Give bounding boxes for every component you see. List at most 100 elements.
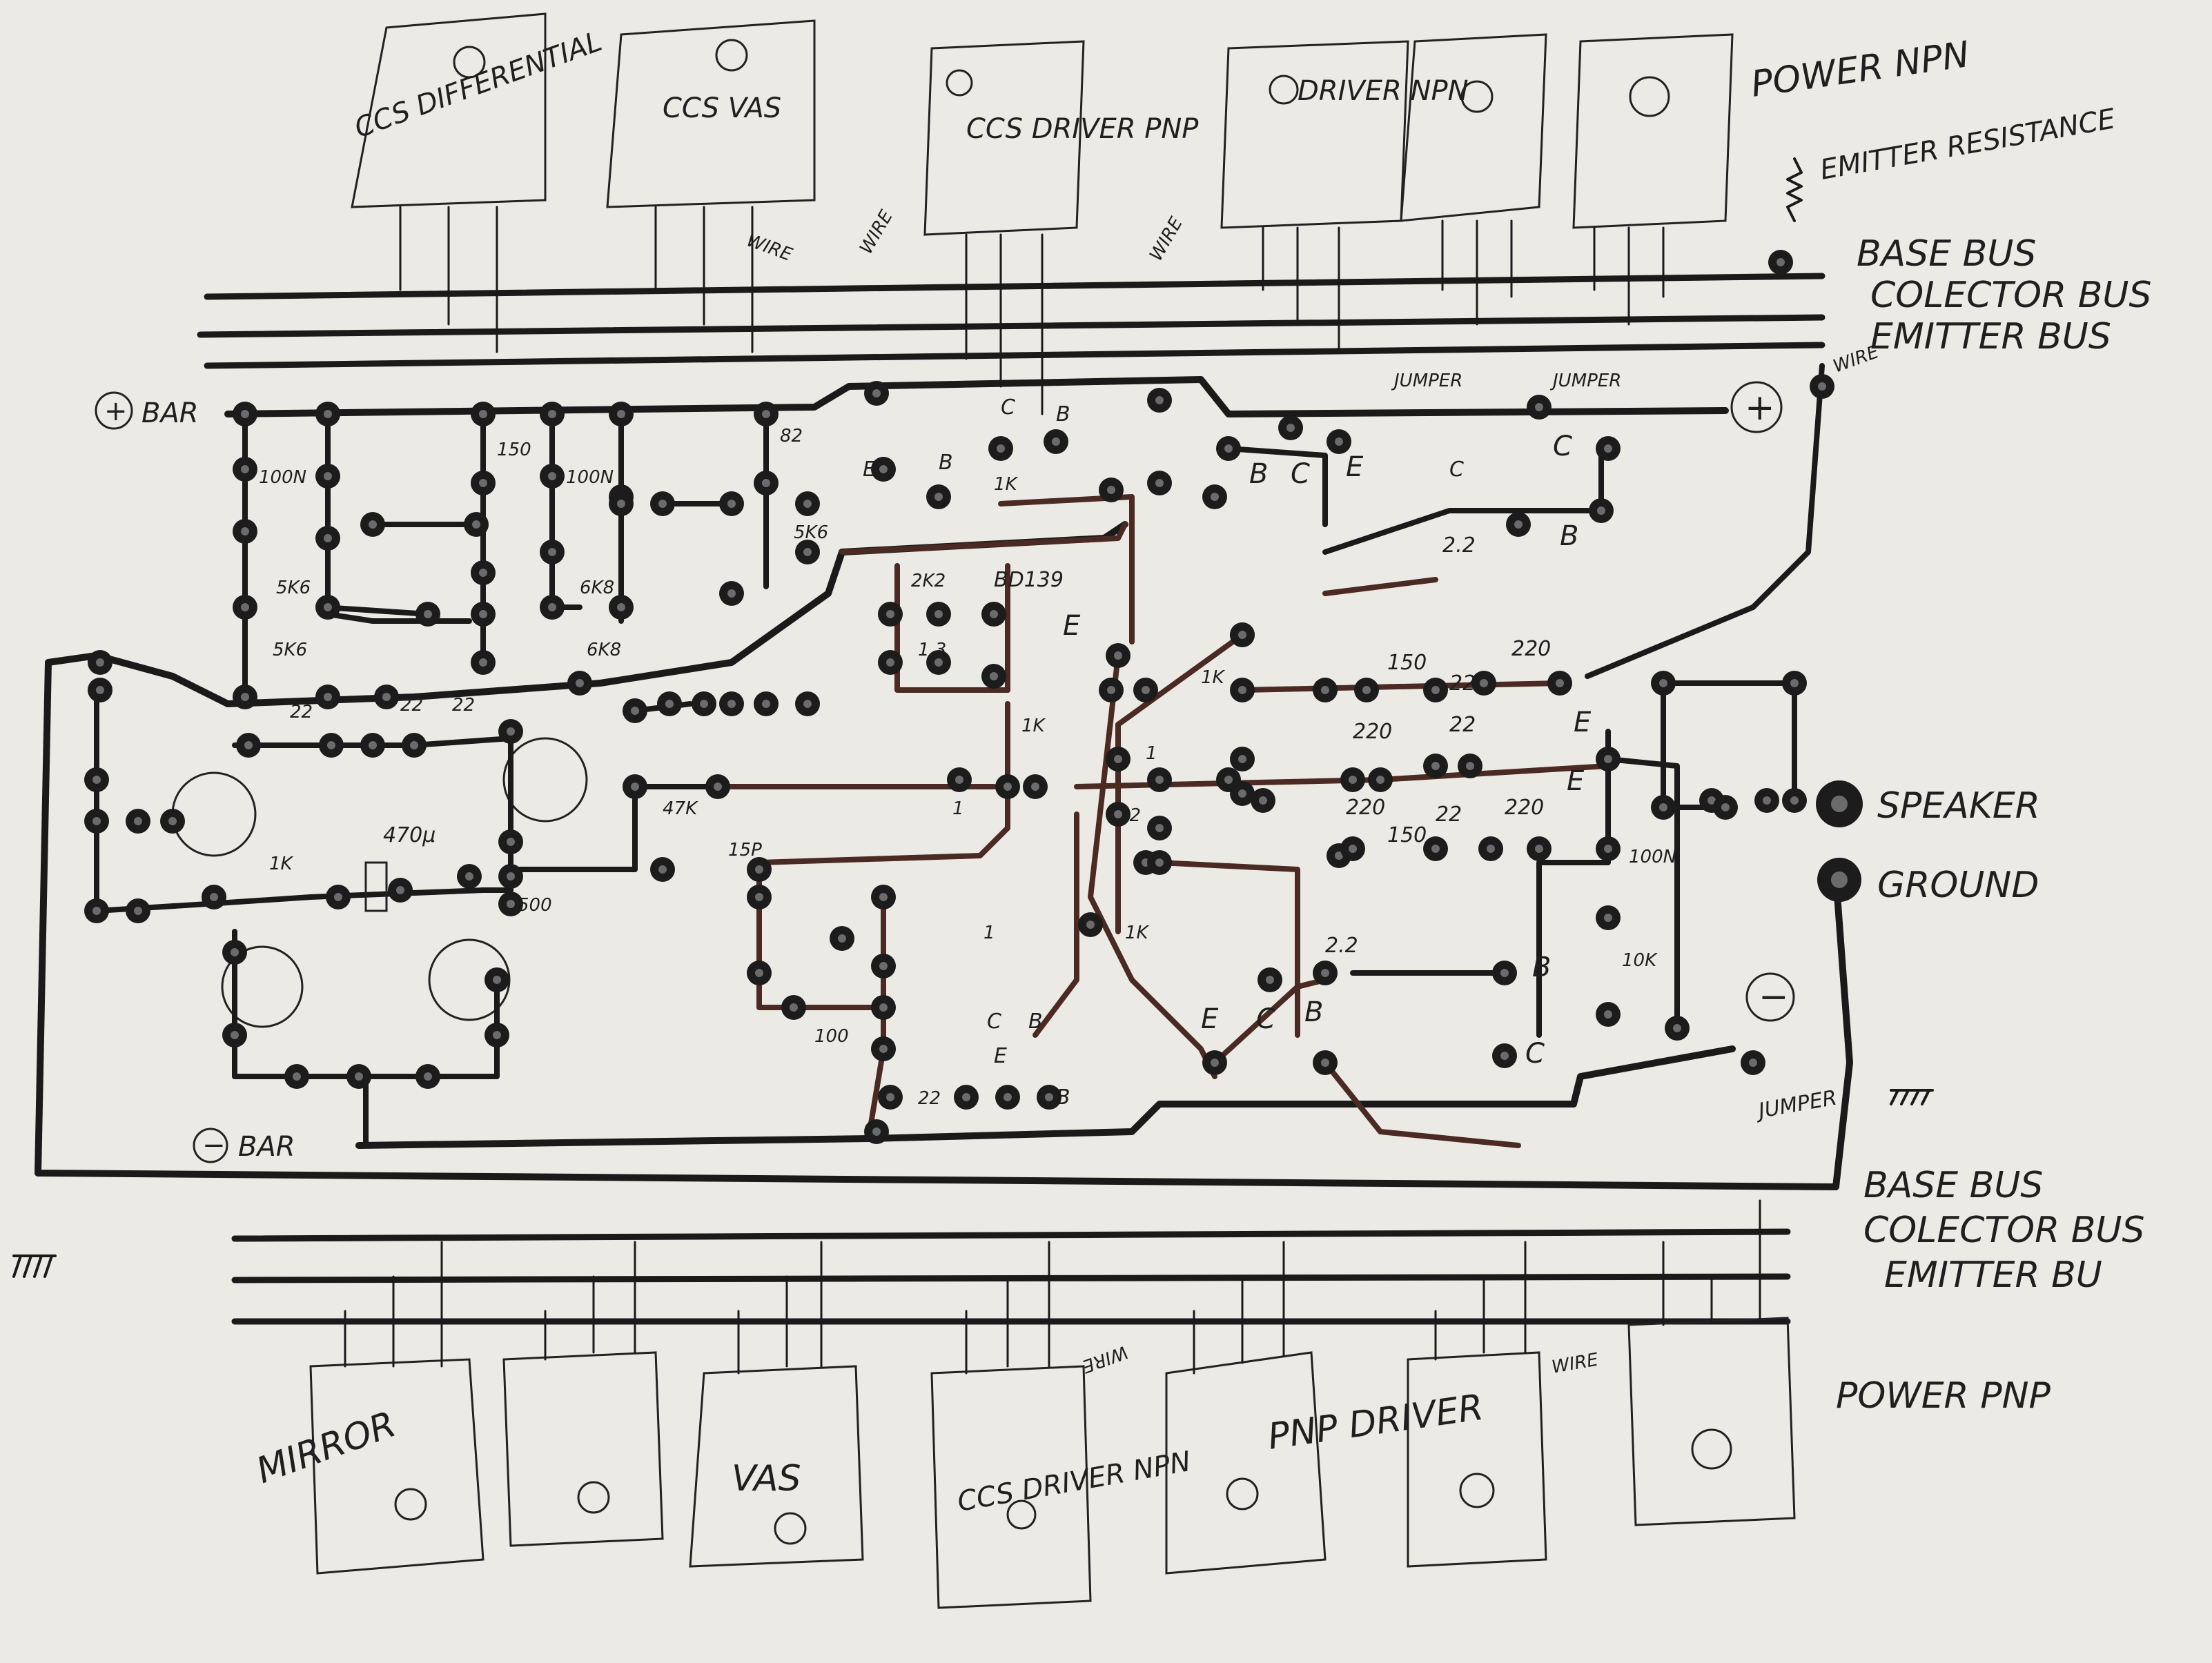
solder-pad-hole xyxy=(1514,520,1523,529)
top-bus-lines xyxy=(197,273,1826,369)
top-collector-bus xyxy=(197,314,1826,338)
solder-pad-hole xyxy=(886,1093,894,1101)
pin-c-2: C xyxy=(1553,431,1572,462)
pin-b-1: B xyxy=(1249,458,1268,490)
speaker-label: SPEAKER xyxy=(1877,785,2040,827)
negative-rail-symbol xyxy=(193,1128,228,1163)
bottom-collector-bus xyxy=(231,1273,1791,1283)
value-r-220-a: 220 xyxy=(1511,637,1551,661)
value-r-100: 100 xyxy=(814,1026,849,1047)
solder-pad-hole xyxy=(1335,437,1343,446)
solder-pad-hole xyxy=(838,934,846,943)
solder-pad-hole xyxy=(241,410,249,418)
solder-pad-hole xyxy=(355,1072,363,1081)
solder-pad-hole xyxy=(479,658,487,667)
mirror-transistor-1 xyxy=(221,945,304,1028)
solder-pad-hole xyxy=(479,410,487,418)
jumper-label-left: JUMPER xyxy=(1391,371,1462,391)
ground-terminal: GROUND xyxy=(1817,858,2039,906)
solder-pad-hole xyxy=(1086,921,1095,929)
bottom-collector-bus-label: COLECTOR BUS xyxy=(1863,1210,2144,1251)
solder-pad-hole xyxy=(1431,686,1440,694)
solder-pad-hole xyxy=(1286,424,1295,432)
solder-pad-hole xyxy=(1604,1010,1612,1019)
value-r-150-a: 150 xyxy=(497,440,531,460)
bottom-transistor-power-pnp-label: POWER PNP xyxy=(1836,1375,2050,1417)
capacitor-470u xyxy=(364,861,388,912)
solder-pad-hole xyxy=(1431,762,1440,770)
solder-pad-hole xyxy=(1238,755,1246,763)
value-r-22-e: 22 xyxy=(918,1088,941,1109)
pin-b-6: B xyxy=(939,451,953,475)
solder-pad-hole xyxy=(727,589,736,598)
value-r-1k-b: 1K xyxy=(1021,716,1046,736)
pin-e-4: E xyxy=(1201,1003,1219,1035)
solder-pad-hole xyxy=(1500,1052,1509,1060)
solder-pad-hole xyxy=(1335,852,1343,860)
solder-pad-hole xyxy=(755,969,763,977)
solder-pad-hole xyxy=(1142,686,1150,694)
solder-pad-hole xyxy=(990,610,998,618)
solder-pad-hole xyxy=(872,389,881,397)
jumper-label-right: JUMPER xyxy=(1549,371,1621,391)
positive-rail-symbol xyxy=(95,391,133,430)
ground-trace-outer xyxy=(35,659,1853,1190)
value-c-100n-a: 100N xyxy=(259,467,306,488)
solder-pad-hole xyxy=(879,893,888,901)
solder-pad-hole xyxy=(324,603,332,611)
solder-pad-hole xyxy=(658,865,667,874)
solder-pad-hole xyxy=(410,741,418,749)
top-bus-labels: BASE BUS COLECTOR BUS EMITTER BUS xyxy=(1857,233,2151,357)
top-base-bus-label: BASE BUS xyxy=(1857,233,2036,275)
solder-pad-hole xyxy=(507,900,515,908)
bottom-transistor-power-pnp: POWER PNP xyxy=(1627,1199,2050,1526)
bottom-transistor-unlabeled-1 xyxy=(502,1241,664,1547)
pin-e-1: E xyxy=(1346,451,1364,483)
solder-pad-hole xyxy=(803,500,812,508)
solder-pad-hole xyxy=(1211,1059,1219,1067)
solder-pad-hole xyxy=(1107,486,1115,494)
value-r-22-b: 22 xyxy=(400,695,423,716)
solder-pad-hole xyxy=(479,479,487,487)
solder-pad-hole xyxy=(241,603,249,611)
solder-pad-hole xyxy=(700,700,708,708)
solder-pad-hole xyxy=(1004,1093,1012,1101)
solder-pad-hole xyxy=(92,776,101,784)
solder-pads xyxy=(84,250,1834,1144)
solder-pad-hole xyxy=(1004,783,1012,791)
solder-pad-hole xyxy=(548,410,556,418)
positive-rail-plus: + xyxy=(104,395,128,427)
solder-pad-hole xyxy=(293,1072,301,1081)
value-r-220-c: 220 xyxy=(1346,796,1385,820)
value-r-150-b: 150 xyxy=(1387,651,1427,675)
solder-pad-hole xyxy=(92,817,101,825)
solder-pad-hole xyxy=(1045,1093,1053,1101)
solder-pad-hole xyxy=(1362,686,1371,694)
solder-pad-hole xyxy=(231,1031,239,1039)
emitter-resistor-symbol xyxy=(1786,157,1803,222)
solder-pad-hole xyxy=(1721,803,1730,811)
solder-pad-hole xyxy=(1376,776,1384,784)
solder-pad-hole xyxy=(803,700,812,708)
value-r-1k-e: 1K xyxy=(1201,667,1226,688)
solder-pad-hole xyxy=(382,693,391,701)
component-value-labels: 100N 150 100N 82 5K6 5K6 6K8 6K8 5K6 22 … xyxy=(259,426,1676,1109)
solder-pad-hole xyxy=(658,500,667,508)
value-r-1-c: 1 xyxy=(983,923,995,943)
solder-pad-hole xyxy=(762,479,770,487)
solder-pad-hole xyxy=(96,686,104,694)
top-transistor-ccs-driver-pnp-label: CCS DRIVER PNP xyxy=(966,113,1199,145)
solder-pad-hole xyxy=(493,1031,501,1039)
value-r-22-a: 22 xyxy=(290,702,313,722)
pin-b-10: B xyxy=(1028,1010,1043,1034)
value-c-15p: 15P xyxy=(728,840,762,860)
solder-pad-hole xyxy=(324,472,332,480)
solder-pad-hole xyxy=(762,700,770,708)
solder-pad-hole xyxy=(1224,444,1233,453)
solder-pad-hole xyxy=(1052,437,1060,446)
solder-pad-hole xyxy=(714,783,722,791)
solder-pad-hole xyxy=(1155,858,1164,867)
solder-pad-hole xyxy=(990,672,998,680)
solder-pad-hole xyxy=(369,741,377,749)
